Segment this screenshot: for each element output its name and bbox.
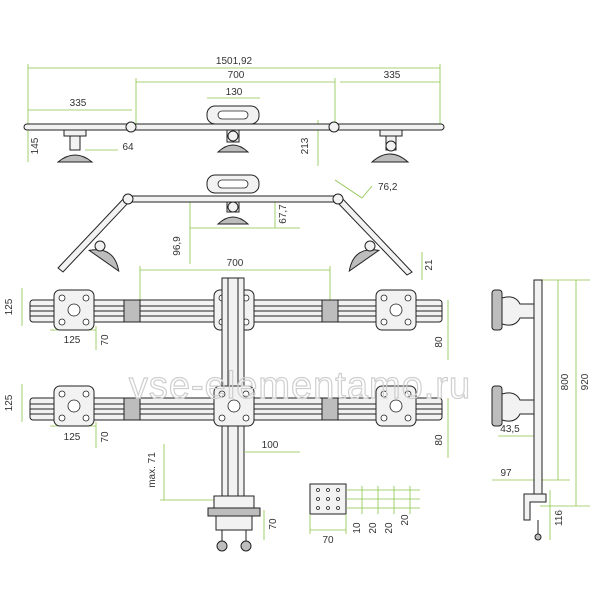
watermark-text: vse-elementamo.ru: [129, 365, 471, 407]
side-arm-lower: [491, 385, 535, 427]
side-view: 920 800 43,5 97 116: [491, 279, 591, 541]
vesa-plate-lower-right: [375, 385, 417, 427]
dim-upper-plate-offset: 70: [100, 334, 111, 346]
side-arm-upper: [491, 289, 535, 331]
dim-clamp-depth: 70: [268, 518, 279, 530]
desk-clamp: [207, 495, 261, 552]
dim-center-drop: 67,7: [278, 204, 289, 224]
dim-clamp-width: 70: [322, 535, 334, 546]
dim-left-offset: 64: [122, 142, 134, 153]
dim-upper-vesa-height: 125: [4, 298, 15, 315]
dim-clamp-gap-2: 20: [368, 522, 379, 534]
dim-right-span: 335: [384, 70, 401, 81]
angled-view: 76,2 67,7 96,9 21: [57, 174, 435, 280]
top-view-arm: [23, 105, 445, 163]
dim-overall: 1501,92: [216, 56, 253, 67]
dim-lower-beam-height: 80: [434, 434, 445, 446]
dim-handle-width: 130: [226, 87, 243, 98]
dim-upper-vesa-width: 125: [64, 335, 81, 346]
dim-clamp-gap-1: 10: [352, 522, 363, 534]
clamp-detail: 70 10 20 20 20: [309, 483, 420, 546]
dim-lower-vesa-width: 125: [64, 432, 81, 443]
dim-left-drop: 96,9: [172, 236, 183, 256]
vesa-plate-upper-left: [53, 289, 95, 331]
front-lower-dimensions: 125 125 70 80 100 max. 71 70: [4, 384, 449, 540]
dim-clamp-gap-4: 20: [400, 514, 411, 526]
dim-clamp-max: max. 71: [147, 452, 158, 488]
dim-clamp-gap-3: 20: [384, 522, 395, 534]
dim-right-height: 213: [300, 137, 311, 154]
vesa-plate-upper-right: [375, 289, 417, 331]
dim-upper-beam-height: 80: [434, 336, 445, 348]
dim-tip: 21: [424, 259, 435, 271]
dim-left-height: 145: [30, 137, 41, 154]
dim-arm-depth: 43,5: [500, 424, 520, 435]
dim-side-upper: 800: [560, 373, 571, 390]
front-upper-dimensions: 700 125 125 70 80: [4, 258, 449, 360]
dim-front-span: 700: [227, 258, 244, 269]
dim-lower-vesa-height: 125: [4, 394, 15, 411]
dim-lower-plate-offset: 70: [100, 431, 111, 443]
front-view-lower: 125 125 70 80 100 max. 71 70: [4, 384, 449, 552]
dim-center-span: 700: [228, 70, 245, 81]
left-mount-base: [56, 154, 94, 163]
dim-segment: 76,2: [378, 182, 398, 193]
angled-view-dimensions: 76,2 67,7 96,9 21: [172, 179, 435, 280]
dim-pole-gap: 100: [262, 440, 279, 451]
side-view-dimensions: 920 800 43,5 97 116: [492, 279, 591, 540]
vesa-plate-lower-left: [53, 385, 95, 427]
dim-side-overall: 920: [580, 373, 591, 390]
angled-view-arm: [57, 174, 413, 276]
dim-left-span: 335: [70, 98, 87, 109]
side-view-pole: [523, 279, 547, 541]
vesa-plate-lower-center: [213, 385, 255, 427]
side-clamp: [523, 493, 547, 521]
dim-side-base: 116: [554, 510, 565, 526]
top-view: 1501,92 700 335 335 130 145 64 213: [23, 56, 445, 166]
dim-clamp-width-side: 97: [500, 468, 512, 479]
